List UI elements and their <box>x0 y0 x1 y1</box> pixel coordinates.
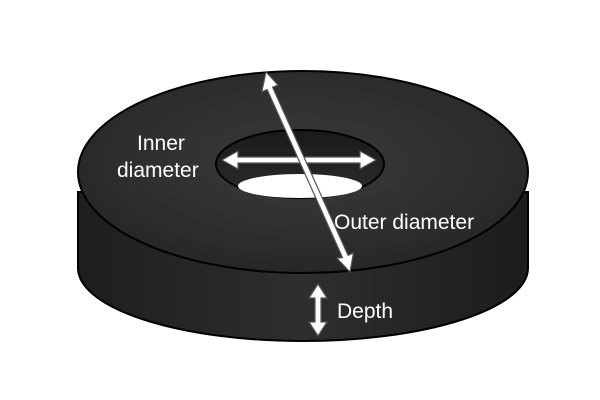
outer-diameter-label: Outer diameter <box>334 211 474 234</box>
inner-diameter-label-line1: Inner <box>137 132 185 155</box>
depth-label: Depth <box>337 300 393 323</box>
outer-diameter-arrow <box>261 71 354 273</box>
depth-arrow <box>308 283 328 337</box>
inner-diameter-label-line2: diameter <box>117 159 199 182</box>
